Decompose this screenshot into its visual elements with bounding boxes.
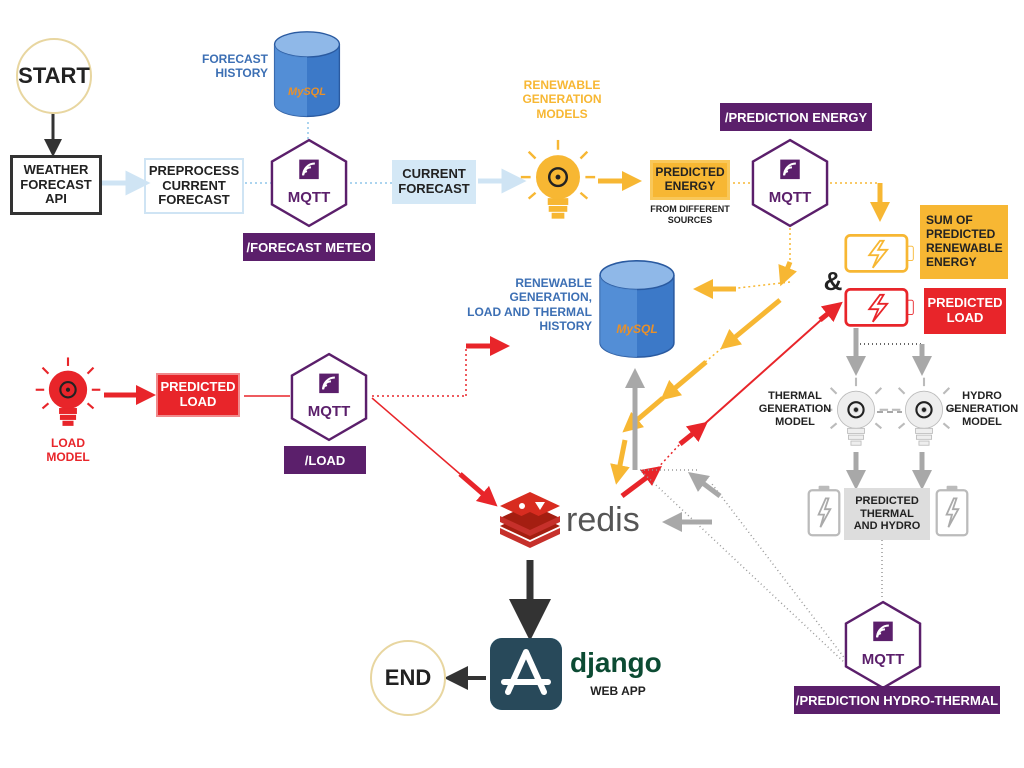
- mqtt-energy-text: MQTT: [768, 189, 812, 206]
- predicted-load-battery-icon: [844, 288, 915, 327]
- mqtt-prediction-energy-icon: [751, 138, 829, 228]
- predicted-thermal-hydro: PREDICTED THERMAL AND HYDRO: [844, 488, 930, 540]
- thermal-battery-right-icon: [935, 484, 969, 537]
- mqtt-load-text: MQTT: [307, 403, 351, 420]
- current-forecast: CURRENT FORECAST: [392, 160, 476, 204]
- web-app-label: WEB APP: [590, 684, 646, 698]
- topic-prediction-hydro-thermal: /PREDICTION HYDRO-THERMAL: [794, 686, 1000, 714]
- topic-forecast-meteo: /FORECAST METEO: [243, 233, 375, 261]
- weather-forecast-api: WEATHER FORECAST API: [10, 155, 102, 215]
- predicted-energy: PREDICTED ENERGY: [650, 160, 730, 200]
- end-node: END: [370, 640, 446, 716]
- history-db-label: RENEWABLE GENERATION, LOAD AND THERMAL H…: [467, 276, 592, 334]
- mqtt-hydro-thermal-icon: [844, 600, 922, 690]
- mqtt-forecast-text: MQTT: [287, 189, 331, 206]
- predicted-load-right: PREDICTED LOAD: [924, 288, 1006, 334]
- thermal-model-label: THERMAL GENERATION MODEL: [758, 390, 832, 429]
- redis-logo-icon: [500, 492, 560, 548]
- history-db-mysql-text: MySQL: [616, 322, 658, 336]
- thermal-battery-left-icon: [807, 484, 841, 537]
- renewable-models-label: RENEWABLE GENERATION MODELS: [522, 78, 602, 121]
- start-node: START: [16, 38, 92, 114]
- forecast-db-mysql-text: MySQL: [288, 86, 326, 98]
- django-label: django: [570, 647, 662, 678]
- load-model-label: LOAD MODEL: [46, 436, 90, 465]
- predicted-load-left: PREDICTED LOAD: [156, 373, 240, 417]
- mqtt-hydro-text: MQTT: [861, 651, 905, 668]
- sum-predicted-renewable: SUM OF PREDICTED RENEWABLE ENERGY: [920, 205, 1008, 279]
- app-icon: [490, 638, 562, 710]
- redis-label: redis: [566, 501, 640, 539]
- load-model-bulb-icon: [34, 356, 102, 427]
- mqtt-load-icon: [290, 352, 368, 442]
- forecast-history-label: FORECAST HISTORY: [202, 52, 268, 81]
- topic-load: /LOAD: [284, 446, 366, 474]
- mqtt-forecast-icon: [270, 138, 348, 228]
- sum-energy-battery-icon: [844, 234, 915, 273]
- topic-prediction-energy: /PREDICTION ENERGY: [720, 103, 872, 131]
- history-db-icon: [599, 260, 675, 358]
- from-different-sources: FROM DIFFERENT SOURCES: [650, 204, 730, 225]
- renewable-models-bulb-icon: [519, 138, 597, 220]
- forecast-history-db-icon: [273, 31, 341, 118]
- preprocess-current-forecast: PREPROCESS CURRENT FORECAST: [144, 158, 244, 214]
- hydro-model-label: HYDRO GENERATION MODEL: [945, 390, 1019, 429]
- ampersand: &: [823, 266, 843, 296]
